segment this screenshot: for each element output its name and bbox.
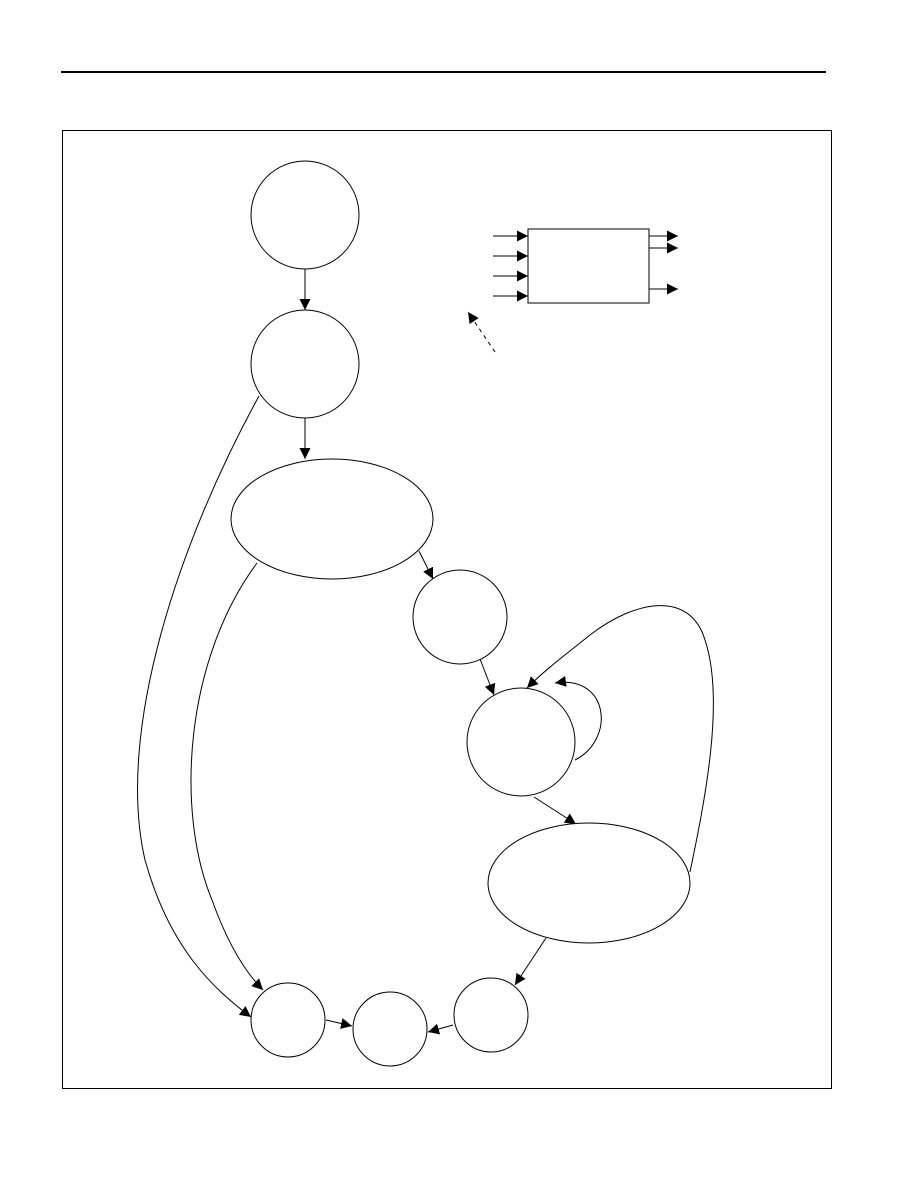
state-node-4 (412, 569, 508, 665)
edge-state7-state8 (325, 1018, 353, 1029)
diagram-frame (62, 130, 832, 1089)
nodes (230, 160, 691, 1067)
state-node-6 (487, 822, 691, 944)
edge-state6-state5 (526, 605, 714, 873)
state-node-1 (250, 160, 360, 270)
legend-pointer-arrow (467, 311, 496, 353)
edges (137, 269, 714, 1035)
edge-state5-state6 (533, 796, 577, 825)
legend-box (527, 228, 650, 304)
edge-state5-selfloop (554, 675, 602, 761)
state-node-5 (466, 687, 576, 797)
state-node-7 (250, 982, 326, 1058)
state-node-2 (250, 309, 360, 419)
state-node-3 (230, 458, 434, 580)
edge-state3-state4 (418, 550, 434, 580)
state-node-8 (352, 991, 428, 1067)
edge-state9-state8 (427, 1023, 454, 1035)
edge-state2-state7 (137, 395, 260, 1018)
edge-state6-state9 (514, 937, 547, 986)
legend-block (467, 228, 678, 353)
header-rule (61, 71, 826, 73)
edge-state4-state5 (479, 658, 496, 696)
edge-state3-state7 (190, 562, 264, 991)
state-node-9 (453, 977, 529, 1053)
